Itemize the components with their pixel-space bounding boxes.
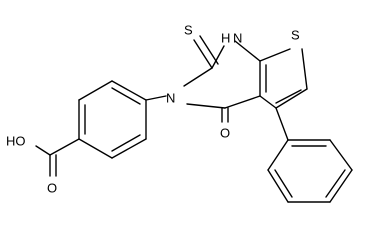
bond: [183, 67, 213, 87]
bond: [267, 169, 289, 203]
bond: [35, 145, 51, 156]
bond: [329, 169, 353, 203]
bond: [145, 95, 167, 101]
molecule-drawing: HO O S H N N O S: [6, 23, 353, 203]
bond: [259, 48, 291, 62]
bond: [111, 80, 147, 101]
double-bond: [111, 134, 141, 152]
double-bond: [275, 89, 302, 104]
thione-sulfur-label: S: [184, 23, 193, 38]
bond: [259, 95, 277, 109]
phenyl-ring: [267, 107, 353, 203]
bond: [275, 107, 289, 141]
double-bond: [274, 169, 293, 198]
thiophene-sulfur-label: S: [291, 28, 300, 43]
bond: [78, 80, 113, 101]
bond: [267, 139, 289, 171]
carboxylic-acid: HO O: [6, 134, 80, 196]
benzoic-ring: [78, 80, 147, 159]
double-bond: [199, 35, 219, 65]
bond: [78, 138, 113, 159]
carbonyl-oxygen-label: O: [47, 181, 57, 196]
structure-svg: HO O S H N N O S: [6, 23, 353, 203]
bond: [111, 138, 147, 159]
hydroxyl-label: HO: [6, 134, 26, 149]
ring-carbonyl-oxygen-label: O: [220, 126, 230, 141]
bond: [49, 138, 80, 156]
double-bond: [111, 87, 141, 105]
bond: [211, 45, 225, 69]
nh-nitrogen-label: N: [233, 31, 242, 46]
nh-hydrogen-label: H: [221, 31, 230, 46]
double-bond: [325, 169, 346, 198]
bond: [224, 95, 261, 109]
bond: [186, 103, 226, 109]
bond: [275, 88, 308, 109]
ring-nitrogen-label: N: [166, 91, 175, 106]
bond: [329, 139, 353, 171]
double-bond: [193, 39, 213, 69]
pyrimidine-ring: S H N N O: [145, 23, 261, 141]
bond: [301, 48, 308, 90]
bond: [234, 40, 261, 62]
thiophene-ring: S: [259, 28, 308, 109]
